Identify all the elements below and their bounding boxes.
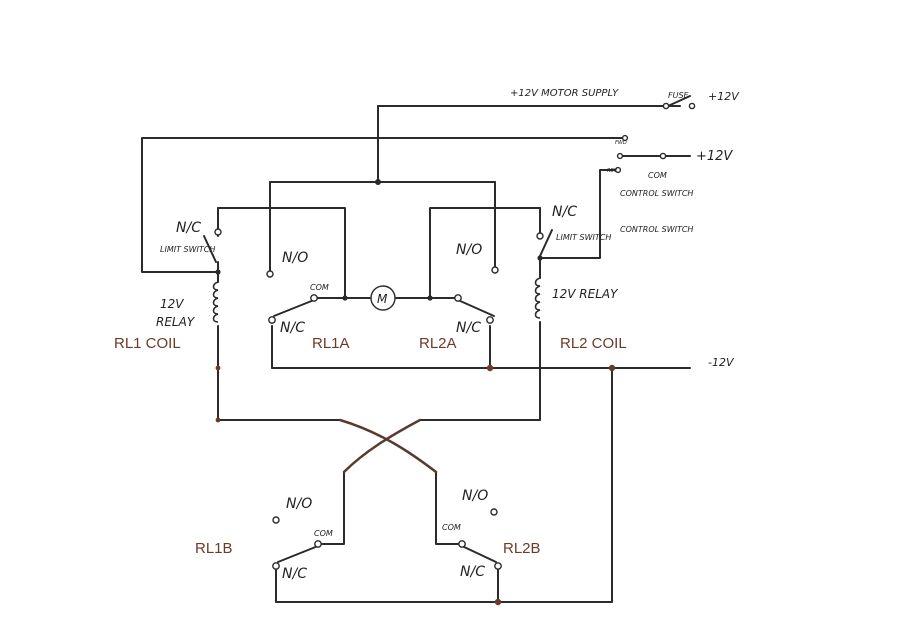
rl1b-nc-terminal xyxy=(272,562,280,570)
rl2b-armature xyxy=(461,545,497,563)
rl2-top-wire xyxy=(429,207,541,299)
relay-right-label: 12V RELAY xyxy=(552,287,619,301)
motor-left-junction xyxy=(342,295,348,301)
motor-symbol xyxy=(370,285,396,311)
motor-supply-label: +12V MOTOR SUPPLY xyxy=(510,88,619,99)
supply-junction xyxy=(375,179,381,185)
rl1-coil-annotation: RL1 COIL xyxy=(114,335,181,352)
wiring xyxy=(141,95,691,603)
rl2a-armature xyxy=(457,299,495,317)
nc-rl2a-label: N/C xyxy=(456,320,481,336)
rl2b-bottom-node xyxy=(494,598,502,606)
control-rev-terminal xyxy=(614,166,622,174)
fuse-terminal-left xyxy=(662,102,670,110)
nc-rl1b-label: N/C xyxy=(282,566,307,582)
rl1a-nc-terminal xyxy=(268,316,276,324)
rl2-coil-junction xyxy=(537,255,543,261)
rl1b-armature xyxy=(277,545,319,563)
com-rl1b-label: COM xyxy=(314,529,333,538)
fuse-wire xyxy=(667,95,691,107)
control-fwd-terminal xyxy=(621,134,629,142)
rl1b-nc-wire xyxy=(275,569,499,603)
fwd-label: FWD xyxy=(615,140,627,146)
left-limit-terminal xyxy=(214,228,222,236)
com-rl1a-label: COM xyxy=(310,283,329,292)
handwritten-labels: +12V MOTOR SUPPLY FUSE +12V FWD REV COM … xyxy=(156,88,740,582)
motor-supply-wire xyxy=(377,105,681,183)
rl1-coil xyxy=(212,281,219,323)
no-rl1b-label: N/O xyxy=(286,496,312,512)
motor-label: M xyxy=(377,292,388,306)
rl1b-no-terminal xyxy=(272,516,280,524)
rl1b-com-terminal xyxy=(314,540,322,548)
rl2b-no-terminal xyxy=(490,508,498,516)
fuse-label: FUSE xyxy=(668,91,690,100)
right-limit-terminal xyxy=(536,232,544,240)
rl1b-com-wire xyxy=(321,471,345,545)
no-rl1a-label: N/O xyxy=(282,250,308,266)
fuse-terminal-right xyxy=(688,102,696,110)
left-limit-lever xyxy=(203,235,217,263)
motor-right-junction xyxy=(427,295,433,301)
nc-limit-left-label: N/C xyxy=(176,220,201,236)
rl2b-com-terminal xyxy=(458,540,466,548)
rl1-coil-junction xyxy=(215,269,221,275)
no-rl2b-label: N/O xyxy=(462,488,488,504)
plus12-control-label: +12V xyxy=(696,149,733,164)
right-limit-lever xyxy=(539,229,553,257)
rl2b-annotation: RL2B xyxy=(503,540,541,557)
negative-drop xyxy=(497,367,613,603)
control-com-terminal xyxy=(616,152,624,160)
rl2-coil xyxy=(534,277,541,319)
crossover-wire-b xyxy=(342,418,422,474)
crossover xyxy=(338,418,438,474)
rl1-coil-winding xyxy=(212,281,219,323)
typed-annotations: RL1 COIL RL1A RL2A RL2 COIL RL1B RL2B xyxy=(114,335,627,557)
junctions xyxy=(215,179,616,606)
limit-switch-left-label: LIMIT SWITCH xyxy=(160,245,215,254)
rev-control-wire xyxy=(539,169,619,259)
motor: M xyxy=(370,285,396,311)
minus12-label: -12V xyxy=(708,356,735,369)
rl1a-armature xyxy=(273,299,315,317)
rl1b-annotation: RL1B xyxy=(195,540,233,557)
nc-rl2b-label: N/C xyxy=(460,564,485,580)
no-rl2a-label: N/O xyxy=(456,242,482,258)
negative-junction-main xyxy=(608,364,616,372)
control-plus12-terminal xyxy=(659,152,667,160)
com-rl2b-label: COM xyxy=(442,523,461,532)
plus12-top-label: +12V xyxy=(708,90,740,103)
rl1-top-wire xyxy=(217,207,346,299)
terminals xyxy=(214,102,696,570)
control-switch-label-1: CONTROL SWITCH xyxy=(620,189,693,198)
fwd-control-wire xyxy=(141,137,626,273)
rl2b-nc-terminal xyxy=(494,562,502,570)
nc-limit-right-label: N/C xyxy=(552,204,577,220)
right-coil-lower-wire xyxy=(419,321,541,421)
rl2-coil-winding xyxy=(534,277,541,319)
rl2a-no-terminal xyxy=(491,266,499,274)
rl2a-nc-terminal xyxy=(486,316,494,324)
negative-junction-rl2a xyxy=(486,364,494,372)
rl1-cross-node xyxy=(215,417,221,423)
relay-left-label-2: RELAY xyxy=(156,315,196,329)
rl1-coil-bottom-node xyxy=(215,365,221,371)
relay-left-label-1: 12V xyxy=(160,297,184,311)
com-control-label: COM xyxy=(648,171,667,180)
rl1a-no-terminal xyxy=(266,270,274,278)
rl1a-com-terminal xyxy=(310,294,318,302)
crossover-wire-a xyxy=(338,418,438,474)
rl2a-annotation: RL2A xyxy=(419,335,457,352)
rl1a-annotation: RL1A xyxy=(312,335,350,352)
nc-rl1a-label: N/C xyxy=(280,320,305,336)
rl2b-com-wire xyxy=(435,471,461,545)
rl2a-com-terminal xyxy=(454,294,462,302)
limit-switch-right-label: LIMIT SWITCH xyxy=(556,233,611,242)
rl2-coil-annotation: RL2 COIL xyxy=(560,335,627,352)
control-switch-label-2: CONTROL SWITCH xyxy=(620,225,693,234)
rev-label: REV xyxy=(607,168,618,174)
